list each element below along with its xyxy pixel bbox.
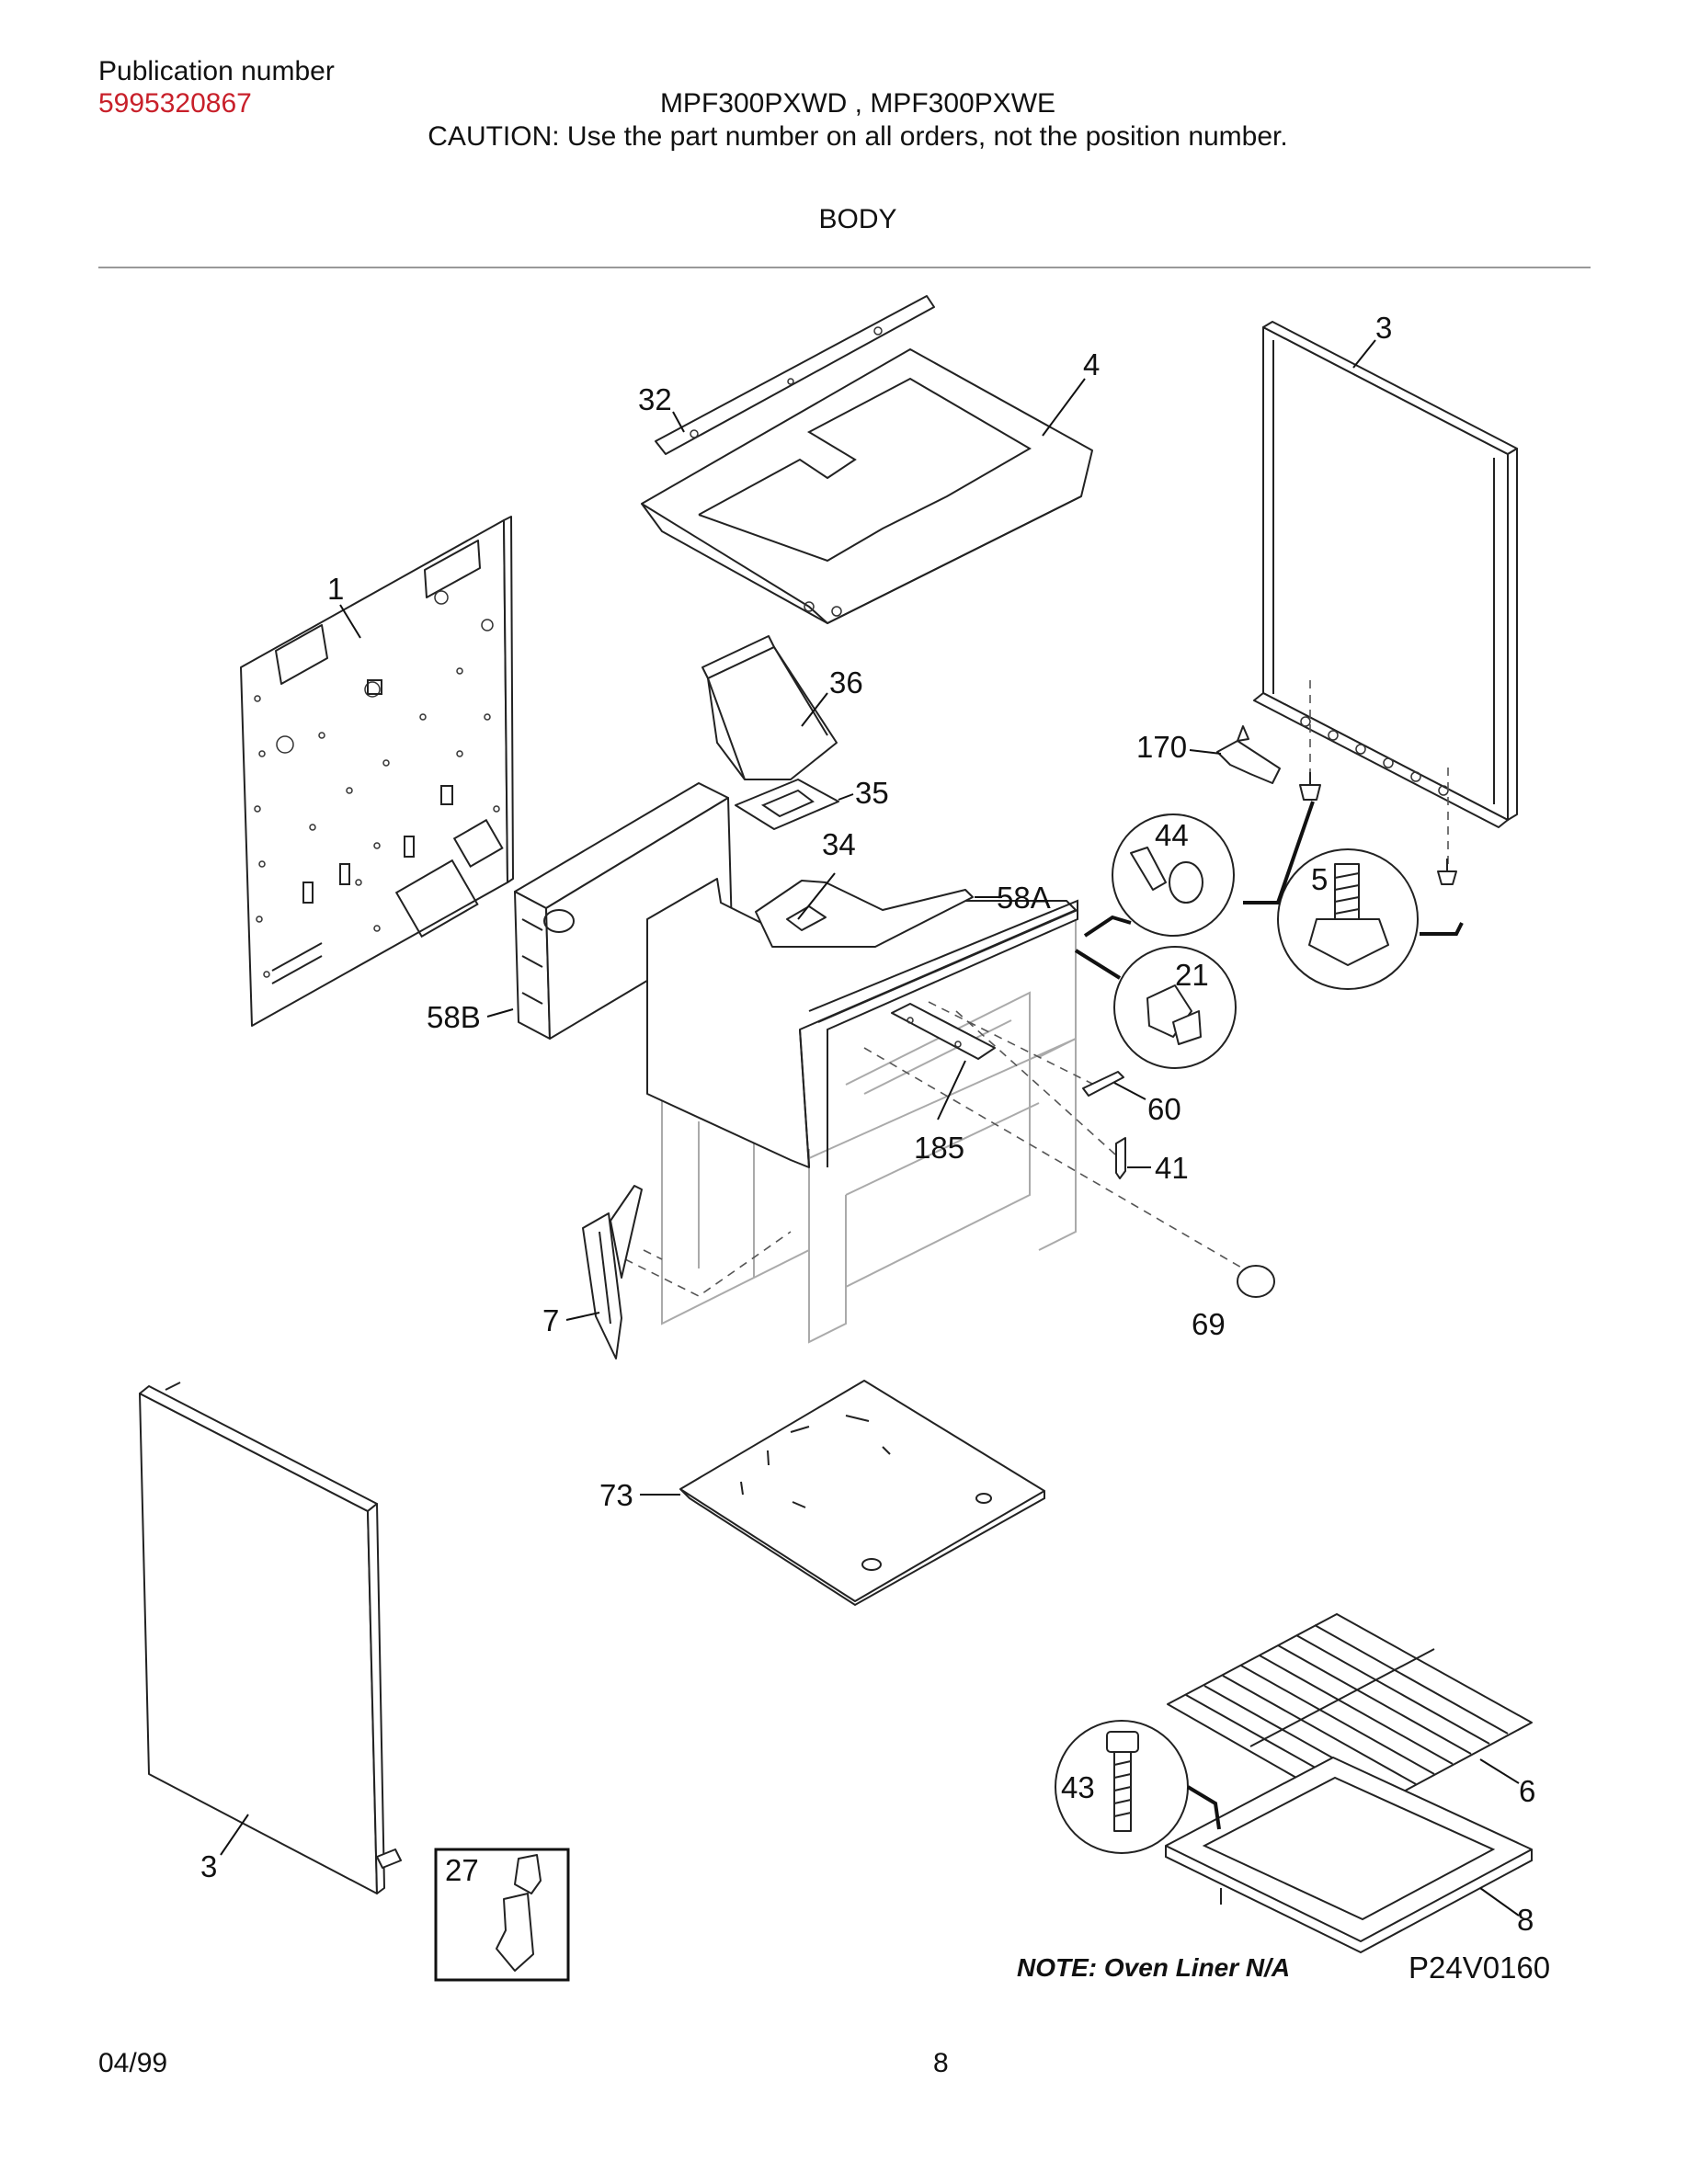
callout-34: 34 [822, 827, 856, 861]
section-title: BODY [818, 204, 897, 234]
detail-44-knob [1083, 813, 1235, 938]
part-73-bottom-panel [679, 1380, 1045, 1607]
publication-label: Publication number [98, 56, 335, 86]
part-3-left-side-panel [139, 1382, 402, 1894]
part-170-leveler-bracket [1216, 725, 1281, 784]
callout-21: 21 [1175, 958, 1209, 992]
assembly-lines [624, 1001, 1244, 1297]
callout-60: 60 [1147, 1092, 1181, 1126]
publication-number: 5995320867 [98, 88, 252, 119]
callout-8: 8 [1517, 1903, 1534, 1937]
part-1-back-panel [240, 516, 514, 1027]
page-number: 8 [933, 2048, 949, 2078]
callout-7: 7 [542, 1303, 559, 1337]
part-8-oven-bottom-liner [1165, 1757, 1533, 1954]
part-185-support-bracket [891, 1003, 996, 1060]
part-34-insulation-piece [786, 905, 827, 931]
part-58b-side-insulation [514, 782, 733, 1040]
detail-43-screw [1055, 1720, 1221, 1854]
leveler-screws [1299, 772, 1457, 885]
callout-58b: 58B [427, 1000, 481, 1034]
callout-43: 43 [1061, 1770, 1095, 1804]
model-numbers: MPF300PXWD , MPF300PXWE [659, 88, 1056, 119]
caution-note: CAUTION: Use the part number on all orde… [428, 121, 1288, 152]
callout-1: 1 [327, 572, 344, 606]
callout-69: 69 [1192, 1307, 1226, 1341]
part-35-vent-gasket [735, 779, 839, 830]
callout-73: 73 [599, 1478, 633, 1512]
part-58a-oven-insulation [646, 878, 1078, 1168]
drawing-code: P24V0160 [1409, 1951, 1550, 1985]
header-divider [98, 267, 1591, 268]
callout-labels: 32 4 3 1 36 170 35 34 44 58A 5 21 58B 60… [200, 311, 1535, 1937]
callout-4: 4 [1083, 347, 1100, 381]
callout-35: 35 [855, 776, 889, 810]
callout-27: 27 [445, 1853, 479, 1887]
part-41-clip [1115, 1137, 1126, 1179]
callout-6: 6 [1519, 1774, 1535, 1808]
callout-36: 36 [829, 665, 863, 700]
callout-32: 32 [638, 382, 672, 416]
part-27-inset [434, 1848, 570, 1982]
part-3-right-side-panel [1253, 321, 1518, 864]
publication-date: 04/99 [98, 2048, 168, 2078]
callout-44: 44 [1155, 818, 1189, 852]
callout-3-bottom: 3 [200, 1849, 217, 1883]
part-36-vent-duct [701, 635, 838, 780]
callout-41: 41 [1155, 1151, 1189, 1185]
detail-5-leveling-leg [1243, 801, 1464, 990]
part-4-top-panel [641, 348, 1093, 625]
callout-5: 5 [1311, 862, 1328, 896]
oven-liner-note: NOTE: Oven Liner N/A [1017, 1953, 1290, 1982]
part-32-top-strip [655, 295, 935, 455]
detail-21-clip [1074, 946, 1237, 1069]
callout-170: 170 [1136, 730, 1187, 764]
part-7-door-hinge [582, 1185, 643, 1359]
leader-lines [220, 339, 1520, 1917]
part-69-hole-plug [1237, 1265, 1275, 1298]
callout-58a: 58A [997, 881, 1051, 915]
callout-3-top: 3 [1375, 311, 1392, 345]
callout-185: 185 [914, 1131, 964, 1165]
part-60-bracket [1082, 1071, 1124, 1097]
